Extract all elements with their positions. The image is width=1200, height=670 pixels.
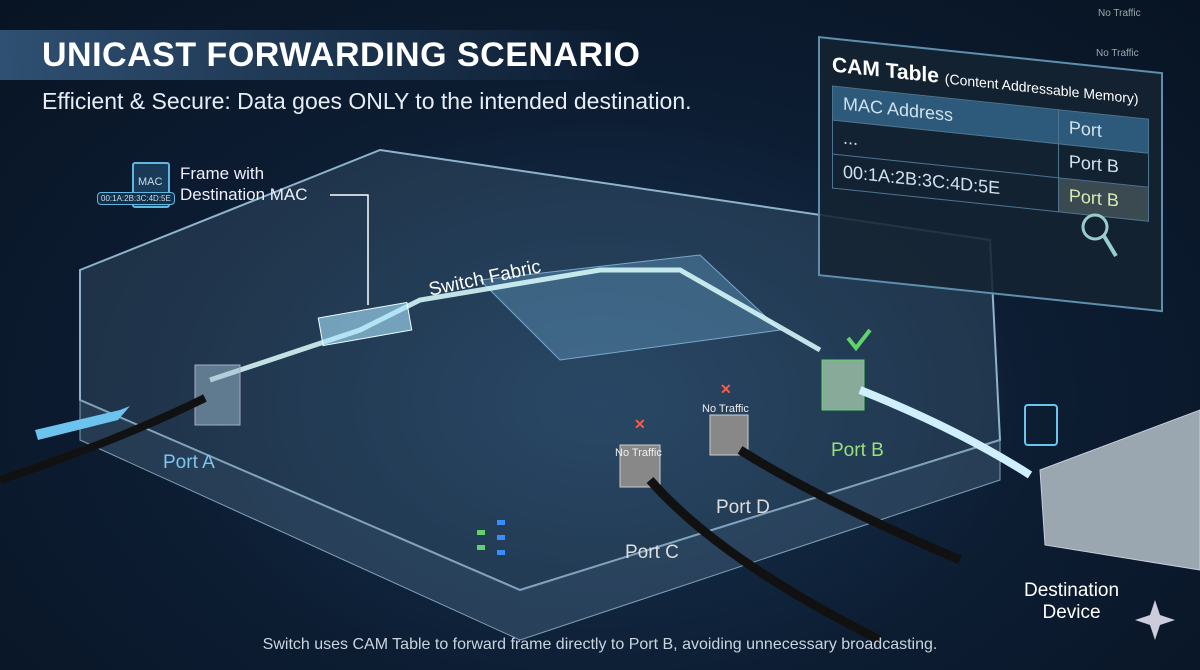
status-leds <box>477 520 505 555</box>
frame-label-line1: Frame with <box>180 164 265 183</box>
frame-callout-line <box>330 194 369 305</box>
frame-packet <box>317 301 413 347</box>
switch-front <box>79 399 1001 641</box>
port-d-cable <box>737 446 962 565</box>
destination-device <box>1039 409 1200 571</box>
bg-no-traffic: No Traffic <box>1096 48 1139 59</box>
port-d-label: Port D <box>716 497 770 518</box>
page-title: UNICAST FORWARDING SCENARIO <box>42 36 641 74</box>
sparkle-icon <box>1135 600 1175 640</box>
footer-caption: Switch uses CAM Table to forward frame d… <box>262 636 938 653</box>
frame-label-line2: Destination MAC <box>180 185 308 204</box>
x-icon: ✕ <box>720 381 732 397</box>
port-b-cable <box>858 386 1033 479</box>
port-a-label: Port A <box>163 452 215 473</box>
port-a-cable <box>0 394 207 484</box>
port-a-jack <box>194 364 241 426</box>
cam-title-text: CAM Table <box>832 53 939 88</box>
port-c-cable <box>646 477 883 645</box>
mac-tag: 00:1A:2B:3C:4D:5E <box>97 192 175 205</box>
magnifier-icon <box>1081 213 1118 258</box>
document-icon <box>1024 404 1058 446</box>
no-traffic-c: No Traffic <box>615 447 662 459</box>
title-band <box>0 30 640 80</box>
x-icon: ✕ <box>634 416 646 432</box>
destination-line1: Destination <box>1024 580 1120 601</box>
subtitle: Efficient & Secure: Data goes ONLY to th… <box>42 88 692 114</box>
port-b-label: Port B <box>831 440 884 461</box>
bg-no-traffic: No Traffic <box>1098 8 1141 19</box>
no-traffic-d: No Traffic <box>702 403 749 415</box>
destination-line2: Device <box>1042 602 1101 623</box>
check-icon <box>846 328 872 352</box>
port-c-label: Port C <box>625 542 679 563</box>
mac-doc-label: MAC <box>138 176 163 188</box>
incoming-arrow <box>35 406 130 440</box>
port-b-jack <box>821 359 865 411</box>
